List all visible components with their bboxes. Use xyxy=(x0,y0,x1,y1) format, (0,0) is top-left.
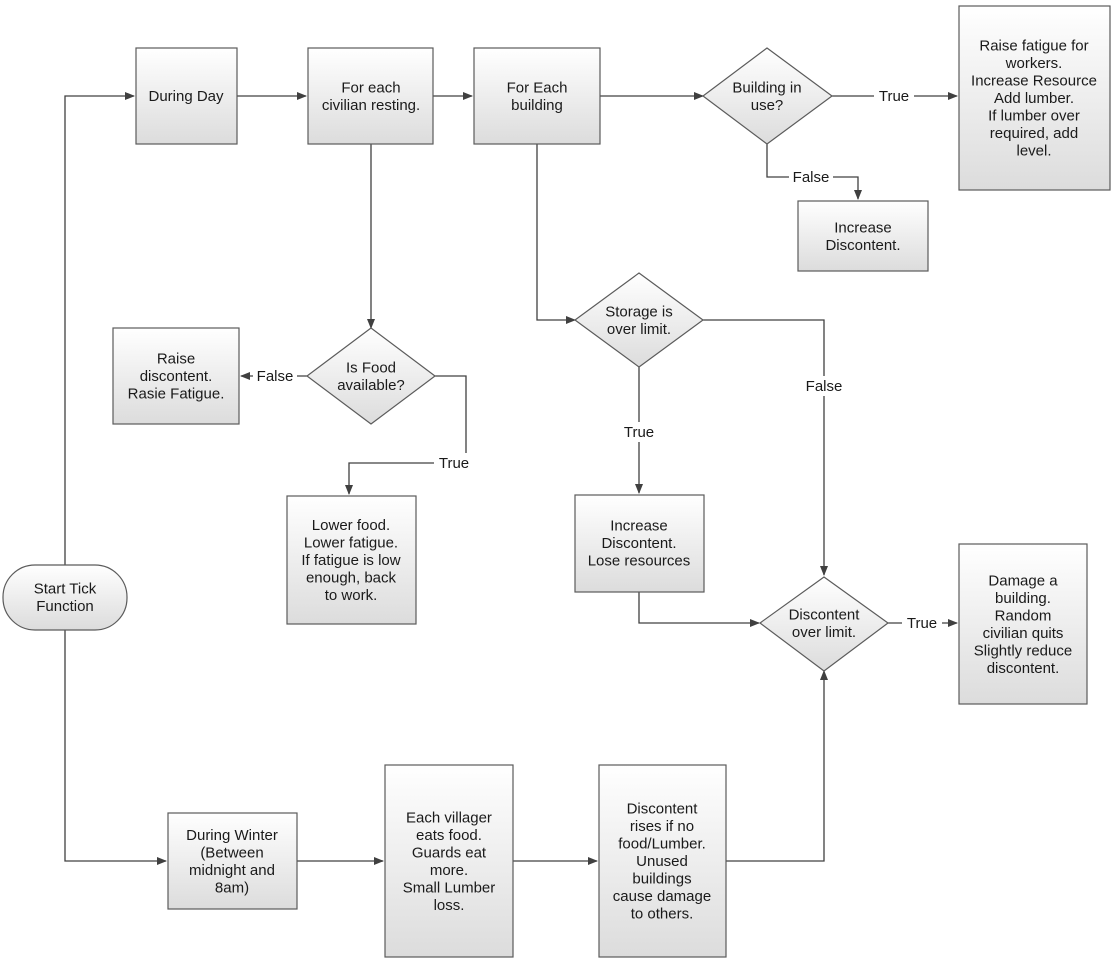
start-node xyxy=(2,564,128,631)
raise-fatigue-box xyxy=(958,5,1111,191)
connectors xyxy=(64,92,958,865)
damage-building-box xyxy=(958,543,1088,705)
edge-building-to-storage xyxy=(536,144,576,324)
raise-discontent-box xyxy=(112,327,240,425)
discontent-over-limit-diamond xyxy=(758,576,890,672)
increase-discontent-box-2 xyxy=(574,494,705,593)
label-food-false: False xyxy=(257,368,294,385)
discontent-rises-box xyxy=(598,764,727,958)
label-storage-false: False xyxy=(806,378,843,395)
lower-food-box xyxy=(286,495,417,625)
villager-eats-box xyxy=(384,764,514,958)
label-storage-true: True xyxy=(624,424,654,441)
edge-start-to-winter xyxy=(64,630,167,865)
label-food-true: True xyxy=(439,455,469,472)
label-building-false: False xyxy=(793,169,830,186)
during-winter-box xyxy=(167,812,298,910)
each-civilian-box xyxy=(307,47,434,145)
edge-labels: True False True False False True True xyxy=(253,86,942,633)
each-building-box xyxy=(473,47,601,145)
label-building-true: True xyxy=(879,88,909,105)
during-day-text: During Day xyxy=(148,88,224,105)
building-in-use-diamond xyxy=(702,47,834,145)
increase-discontent-box-1 xyxy=(797,200,929,272)
label-discontent-true: True xyxy=(907,615,937,632)
edge-start-to-day xyxy=(64,92,135,565)
edge-rises-to-discontent xyxy=(726,670,828,862)
is-food-available-diamond xyxy=(306,327,436,425)
storage-over-limit-diamond xyxy=(573,272,705,368)
edge-increase-to-discontent xyxy=(638,592,760,627)
during-day-box xyxy=(135,47,238,145)
lower-food-text: Lower food.Lower fatigue.If fatigue is l… xyxy=(301,517,400,604)
edge-storage-false xyxy=(703,319,828,576)
